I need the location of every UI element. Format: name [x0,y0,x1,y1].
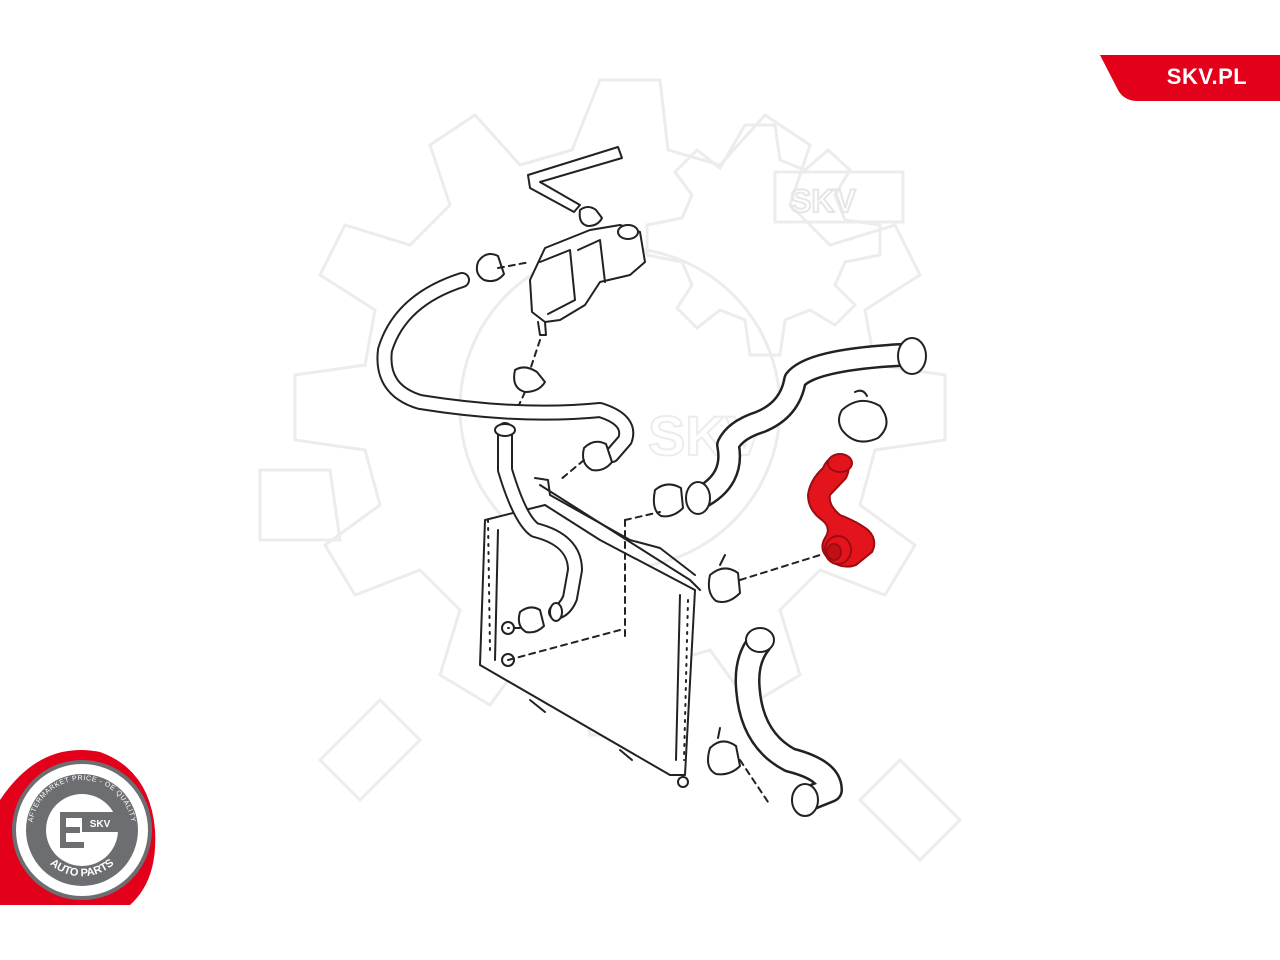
brand-label: SKV.PL [1166,64,1248,89]
overflow-hose [527,146,623,213]
brand-tab-shape [1100,55,1280,101]
clamp-mid [513,366,546,393]
watermark-text: SKV [790,183,856,219]
expansion-tank [529,224,646,336]
radiator [479,477,701,788]
clamp-bottom [707,740,741,776]
clamp-upper-right [838,399,888,443]
clamp-lower-left [517,606,545,634]
clamp-heater [652,483,684,518]
clamp-top [578,206,603,227]
line-art [376,146,927,817]
seal-badge [0,750,156,905]
seal-center-text: SKV [90,819,111,830]
seal-ring-bottom: AUTO PARTS [48,857,116,880]
clamp-center [707,567,741,603]
highlighted-radiator-hose [806,453,876,568]
clamp-right [582,440,613,472]
seal-ring-top: AFTERMARKET PRICE - OE QUALITY [28,775,136,823]
svg-text:AFTERMARKET PRICE - OE QUALITY: AFTERMARKET PRICE - OE QUALITY [28,775,137,823]
svg-text:AUTO PARTS: AUTO PARTS [48,857,116,880]
watermark-gear-small [645,123,905,357]
clamp-tank [475,253,505,283]
seal-text: AFTERMARKET PRICE - OE QUALITY AUTO PART… [28,775,137,880]
